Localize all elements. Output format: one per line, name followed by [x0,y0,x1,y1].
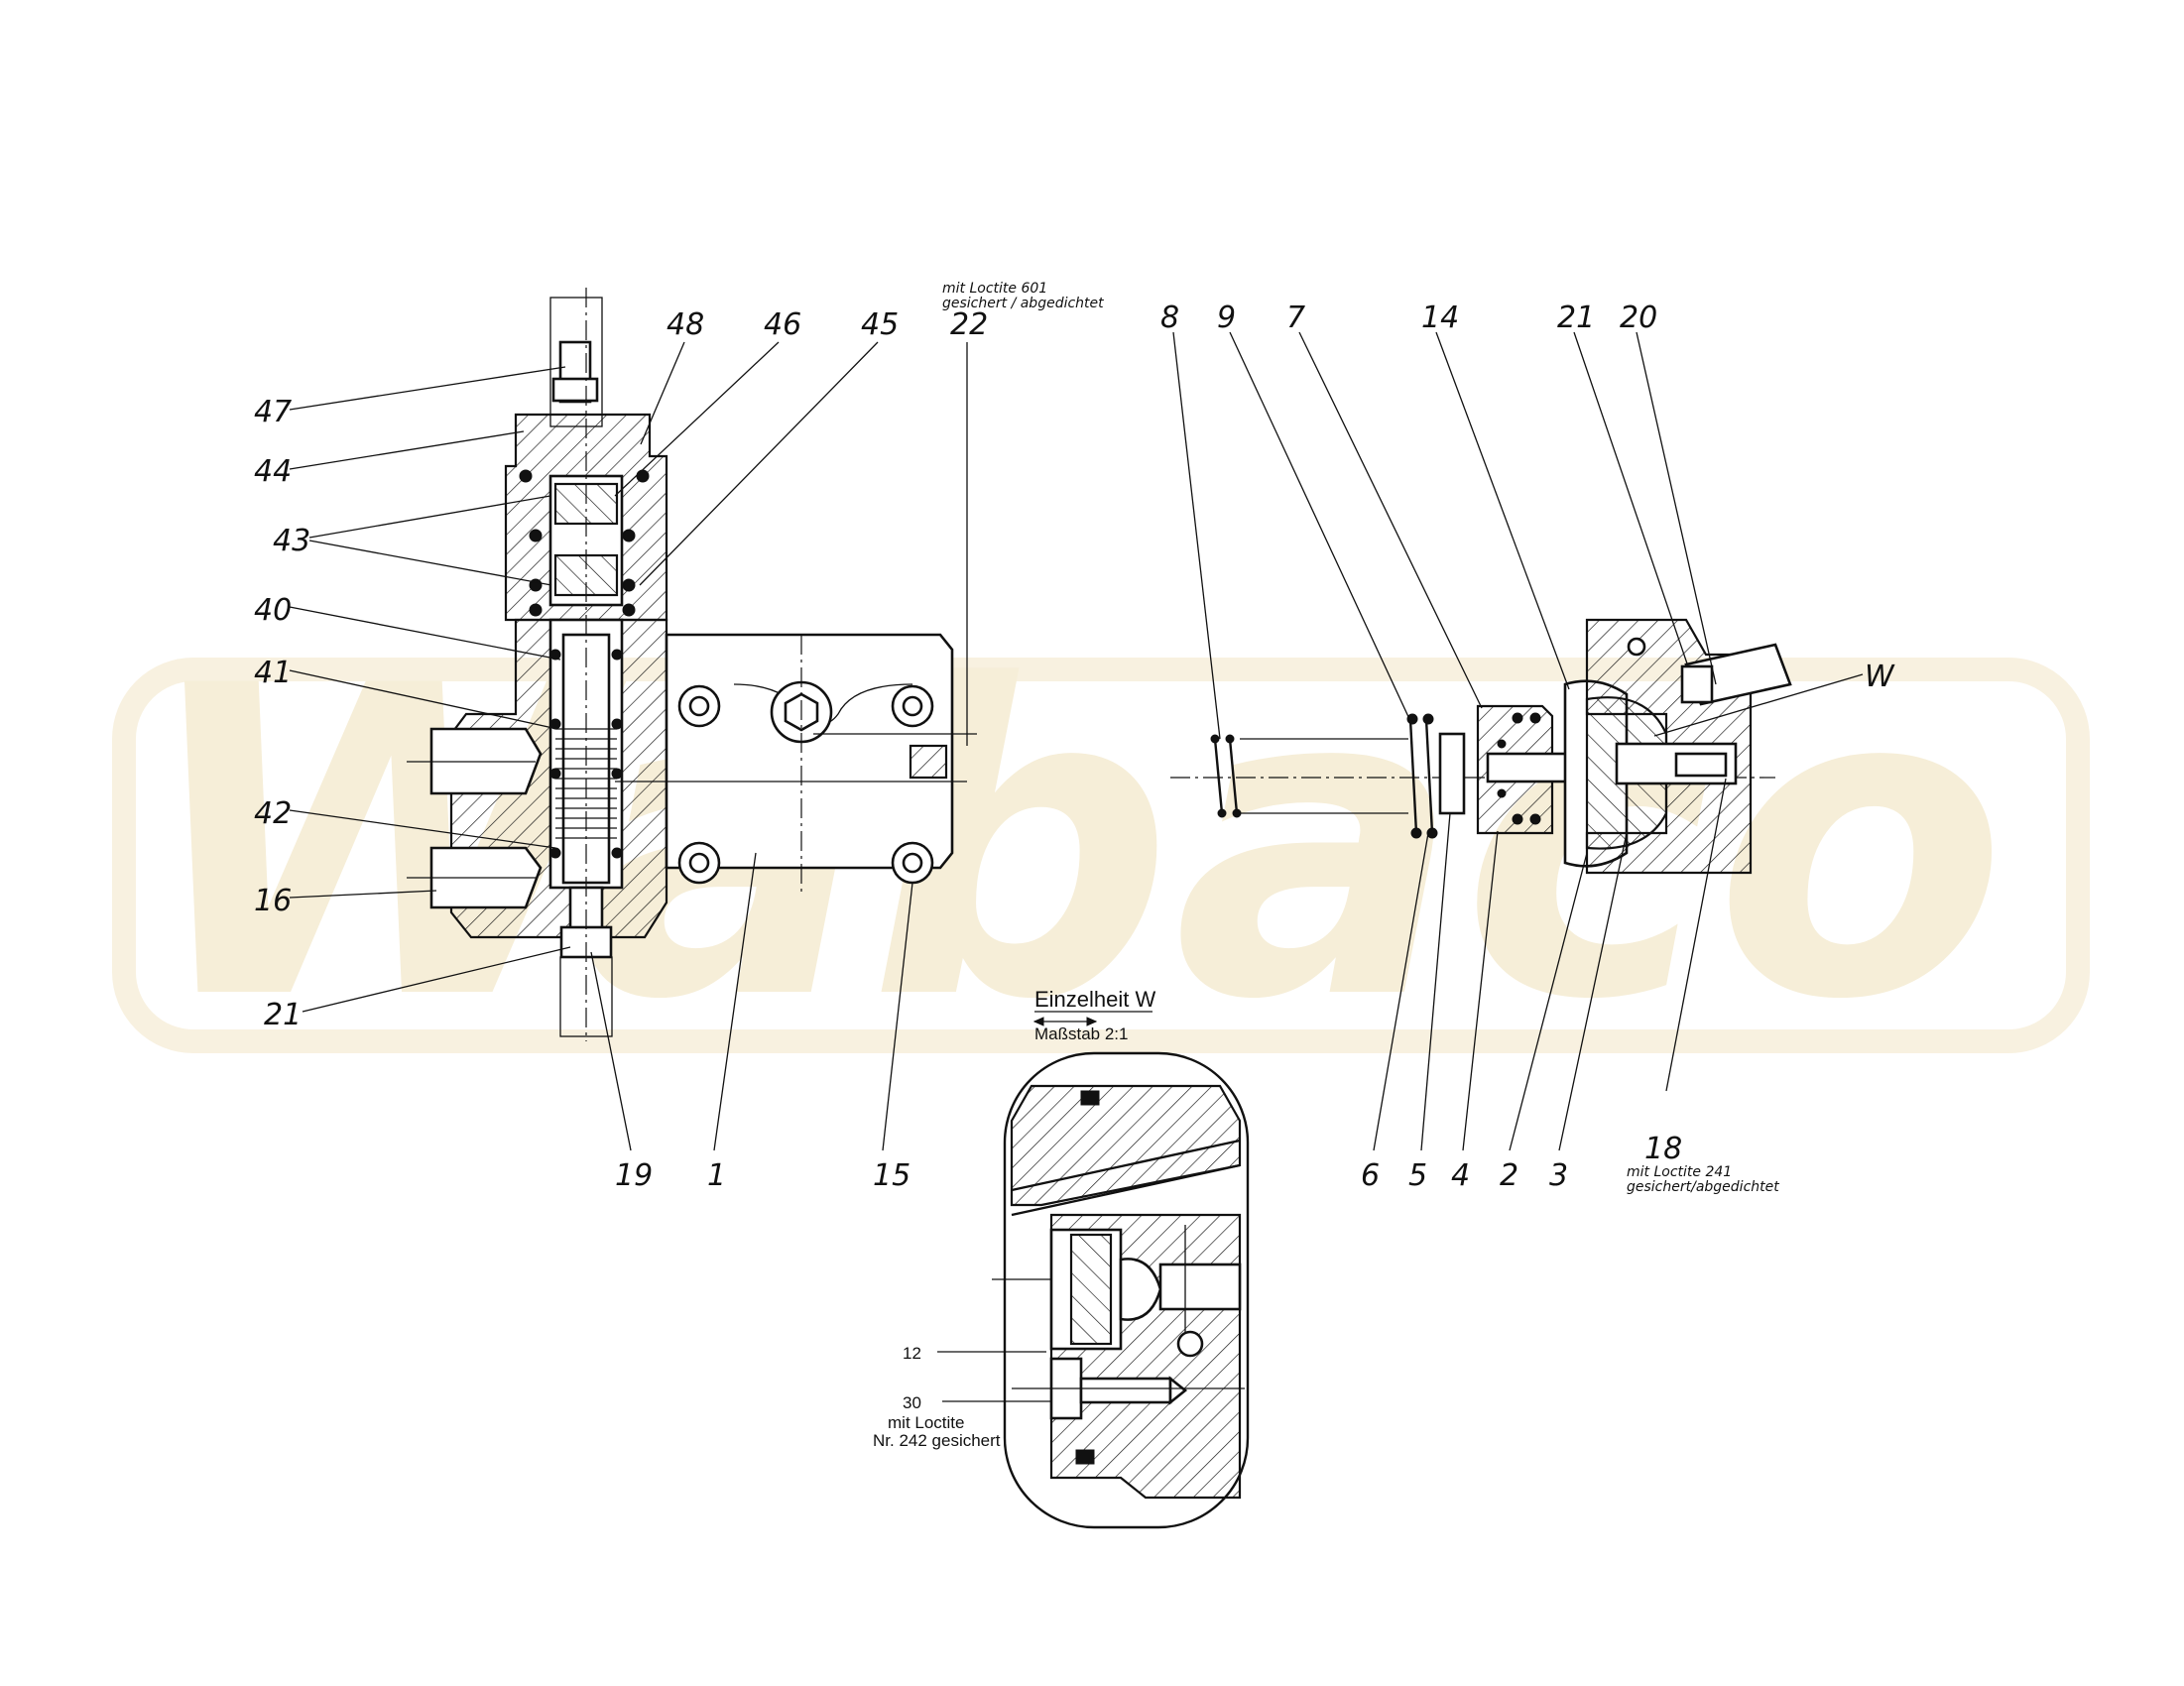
note-241-line2: gesichert/abgedichtet [1627,1179,1779,1195]
label-44: 44 [254,454,292,489]
label-20: 20 [1620,301,1657,335]
detail-screw-tip [1168,1376,1188,1405]
label-1: 1 [707,1158,726,1193]
fitting-21 [1680,664,1714,704]
left-leaders [289,341,968,1151]
label-7: 7 [1286,301,1305,335]
label-46: 46 [764,307,801,342]
label-42: 42 [254,796,292,831]
label-43: 43 [273,524,310,558]
detail-scale: Maßstab 2:1 [1034,1024,1129,1043]
label-3: 3 [1549,1158,1568,1193]
detail-seal-bottom [1075,1449,1095,1465]
top-nut [551,377,599,403]
detail-screw-shank [1079,1377,1172,1404]
spring-9 [1406,713,1438,839]
label-12: 12 [903,1344,921,1363]
detail-seal-top [1080,1090,1100,1106]
left-valve-assembly [407,288,668,1041]
detail-w: Einzelheit W Maßstab 2:1 12 30 mit Locti… [873,987,1250,1529]
detail-upper-block [1010,1084,1242,1207]
label-41: 41 [254,656,292,690]
spring-8 [1210,734,1242,818]
note-loctite-241: mit Loctite 241 gesichert/abgedichtet [1627,1164,1779,1195]
flange-plate-outline [665,633,954,870]
note-242-line1: mit Loctite [888,1413,964,1432]
note-601-line2: gesichert / abgedichtet [942,296,1104,311]
label-8: 8 [1160,301,1179,335]
detail-pin [1176,1330,1204,1358]
screw-head [1674,752,1728,778]
label-9: 9 [1217,301,1236,335]
label-45: 45 [861,307,899,342]
label-6: 6 [1361,1158,1380,1193]
detail-frame [1003,1051,1250,1529]
label-W: W [1865,660,1895,694]
detail-piston-section [1069,1233,1113,1346]
label-4: 4 [1451,1158,1470,1193]
label-15: 15 [873,1158,910,1193]
label-48: 48 [667,307,704,342]
note-loctite-601: mit Loctite 601 gesichert / abgedichtet [942,281,1104,311]
flange-plate-1 [615,633,977,893]
label-5: 5 [1408,1158,1427,1193]
label-47: 47 [254,395,292,429]
label-21-left: 21 [264,998,302,1032]
detail-title: Einzelheit W [1034,987,1156,1012]
label-14: 14 [1421,301,1459,335]
label-2: 2 [1500,1158,1518,1193]
right-leaders [1172,331,1864,1151]
note-242-line2: Nr. 242 gesichert [873,1431,1001,1450]
label-30: 30 [903,1393,921,1412]
housing-hole [1627,637,1646,657]
right-labels: 8 9 7 14 21 20 W 6 5 4 2 3 18 [1160,301,1895,1193]
label-22: 22 [950,307,988,342]
plug-22 [909,744,948,780]
spool-seals [549,649,623,859]
right-assembly [1170,618,1792,875]
label-21-right: 21 [1557,301,1595,335]
label-40: 40 [254,593,292,628]
left-labels: 47 44 43 40 41 42 16 21 48 46 45 22 19 1… [254,307,988,1193]
label-18: 18 [1644,1132,1682,1166]
piston-seals [1497,712,1541,825]
disk-5 [1438,732,1466,815]
note-601-line1: mit Loctite 601 [942,281,1047,297]
bolt-holes-15 [677,684,934,885]
label-19: 19 [615,1158,653,1193]
detail-screw [1158,1263,1242,1311]
note-241-line1: mit Loctite 241 [1627,1164,1732,1180]
label-16: 16 [254,884,292,918]
